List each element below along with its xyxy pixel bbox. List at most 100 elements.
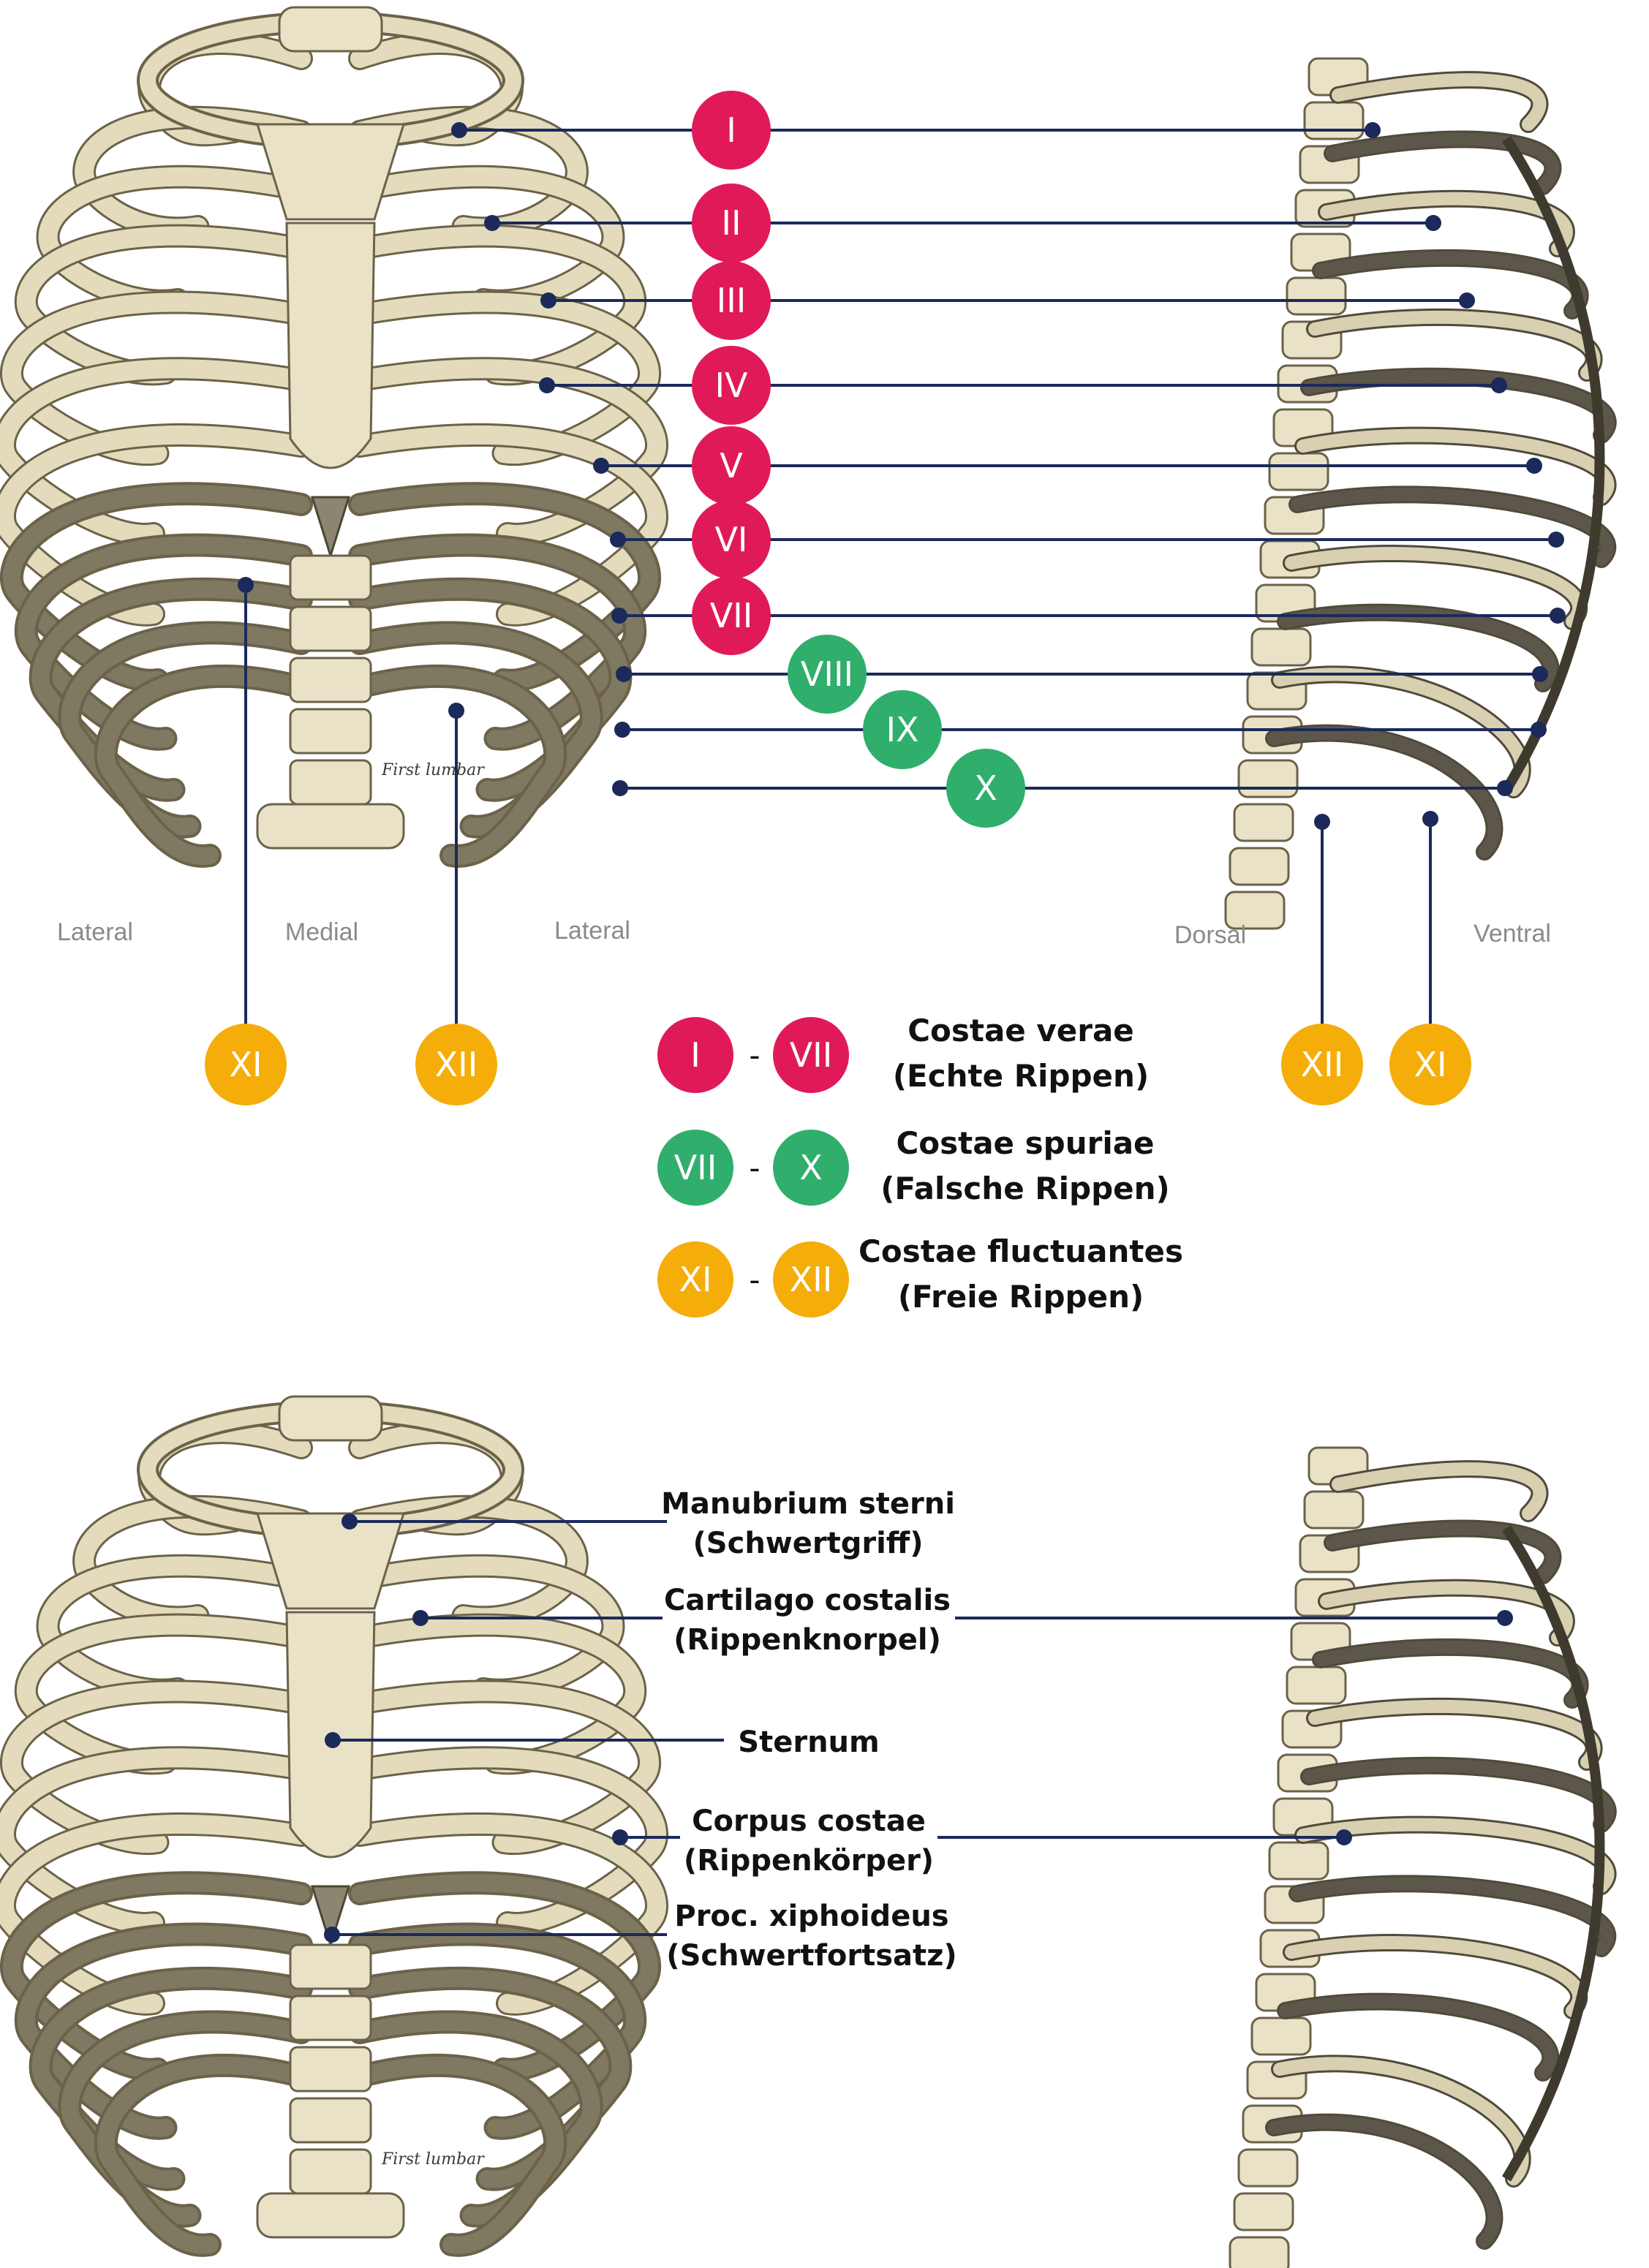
leader-dot <box>1365 122 1381 138</box>
vertebra-shape <box>289 1995 372 2041</box>
leader-dot <box>1531 722 1547 738</box>
rib-shape <box>350 359 666 544</box>
legend-dash: - <box>749 1037 760 1073</box>
legend-badge-to-label: VII <box>790 1035 833 1075</box>
rib-badge-xi <box>205 1024 287 1105</box>
rib-badge-x <box>946 749 1025 828</box>
vertebra-shape <box>1286 276 1347 316</box>
rib-badge-label: IV <box>714 366 748 405</box>
rib-badge-label: I <box>726 110 736 150</box>
sternum-shape <box>285 222 376 469</box>
rib-shape <box>351 2057 565 2254</box>
rib-badge-label: II <box>721 203 741 243</box>
vertebra-shape <box>1303 1490 1365 1530</box>
rib-shape <box>0 1814 311 2014</box>
rib-badge-label: III <box>717 281 747 320</box>
rib-badge-label: XI <box>229 1045 262 1084</box>
rib-shape <box>1320 192 1573 255</box>
view-labels: Lateral Medial Lateral Dorsal Ventral <box>57 917 1551 949</box>
vertebra-shape <box>1229 847 1290 886</box>
legend-dash: - <box>749 1262 760 1298</box>
rib-cage-front-illustration-bottom: First lumbar <box>0 1395 668 2257</box>
rib-badge-viii <box>788 635 867 714</box>
annotation-corpus-de: (Rippenkörper) <box>684 1844 934 1878</box>
legend-badge-to-label: XII <box>790 1260 833 1299</box>
rib-badge-label: X <box>974 768 997 808</box>
rib-badge-xi <box>1389 1024 1471 1105</box>
rib-shape <box>1297 428 1615 504</box>
rib-shape <box>350 425 666 624</box>
leader-dot <box>1336 1829 1352 1845</box>
vertebra-shape <box>1237 759 1299 798</box>
legend-title: Costae spuriae <box>896 1125 1154 1161</box>
structure-annotations: Manubrium sterni (Schwertgriff) Cartilag… <box>661 1487 957 1973</box>
rib-badge-vi <box>692 500 771 579</box>
vertebra-shape <box>1237 2148 1299 2188</box>
leader-dot <box>324 1927 340 1943</box>
rib-badge-iii <box>692 261 771 340</box>
vertebra-shape <box>289 2148 372 2195</box>
legend-subtitle: (Falsche Rippen) <box>880 1171 1170 1206</box>
leader-dot <box>325 1732 341 1748</box>
rib-shape <box>1267 726 1501 858</box>
vertebra-shape <box>278 6 383 53</box>
rib-badge-label: VII <box>710 596 753 635</box>
rib-badge-label: XII <box>435 1045 478 1084</box>
vertebra-shape <box>289 657 372 703</box>
rib-badge-label: VIII <box>801 654 853 694</box>
rib-classification-legend: I - VII Costae verae (Echte Rippen) VII … <box>657 1013 1183 1318</box>
rib-badge-v <box>692 426 771 505</box>
rib-badge-label: XI <box>1414 1045 1446 1084</box>
leader-dot <box>611 608 627 624</box>
leader-dot <box>238 577 254 593</box>
rib-shape <box>1332 1462 1547 1520</box>
rib-shape <box>97 2057 310 2254</box>
annotation-cartilage: Cartilago costalis <box>664 1584 951 1617</box>
rib-shape <box>0 1748 311 1933</box>
rib-shape <box>1320 1581 1573 1644</box>
annotation-cartilage-de: (Rippenknorpel) <box>673 1623 941 1657</box>
label-ventral: Ventral <box>1473 920 1551 948</box>
legend-title: Costae fluctuantes <box>859 1233 1183 1269</box>
leader-dot <box>593 458 609 474</box>
legend-badge-from <box>657 1130 733 1206</box>
rib-shape <box>1279 1995 1558 2079</box>
label-lateral-right: Lateral <box>554 917 630 945</box>
manubrium-shape <box>255 123 406 221</box>
legend-subtitle: (Freie Rippen) <box>898 1279 1144 1315</box>
rib-shape <box>1291 1877 1615 1955</box>
first-lumbar-lettering: First lumbar <box>381 2150 485 2169</box>
leader-dot <box>451 122 467 138</box>
leader-dot <box>539 377 555 393</box>
annotation-corpus: Corpus costae <box>692 1804 926 1838</box>
rib-badge-xii <box>1281 1024 1363 1105</box>
rib-shape <box>1332 73 1547 131</box>
legend-badge-to <box>773 1017 849 1093</box>
leader-dot <box>1425 215 1441 231</box>
rib-badge-iv <box>692 346 771 425</box>
legend-badge-to <box>773 1241 849 1318</box>
structure-leader-lines <box>324 1513 1513 1943</box>
annotation-sternum: Sternum <box>738 1725 879 1759</box>
vertebra-shape <box>1233 803 1294 842</box>
vertebra-shape <box>1229 2236 1290 2268</box>
vertebra-shape <box>1268 1841 1329 1880</box>
leader-dot <box>612 780 628 796</box>
rib-shape <box>1267 2115 1501 2248</box>
leader-dot <box>1550 608 1566 624</box>
leader-dot <box>1497 780 1513 796</box>
annotation-manubrium-de: (Schwertgriff) <box>693 1527 924 1560</box>
label-medial: Medial <box>285 918 358 946</box>
legend-badge-from-label: I <box>690 1035 701 1075</box>
vertebra-shape <box>1268 452 1329 491</box>
leader-dot <box>610 532 626 548</box>
vertebra-shape <box>1286 1666 1347 1705</box>
leader-dot <box>412 1610 429 1626</box>
rib-badge-label: IX <box>886 710 918 749</box>
rib-shape <box>350 1814 666 2014</box>
vertebra-shape <box>1224 891 1286 930</box>
vertebra-shape <box>278 1395 383 1442</box>
